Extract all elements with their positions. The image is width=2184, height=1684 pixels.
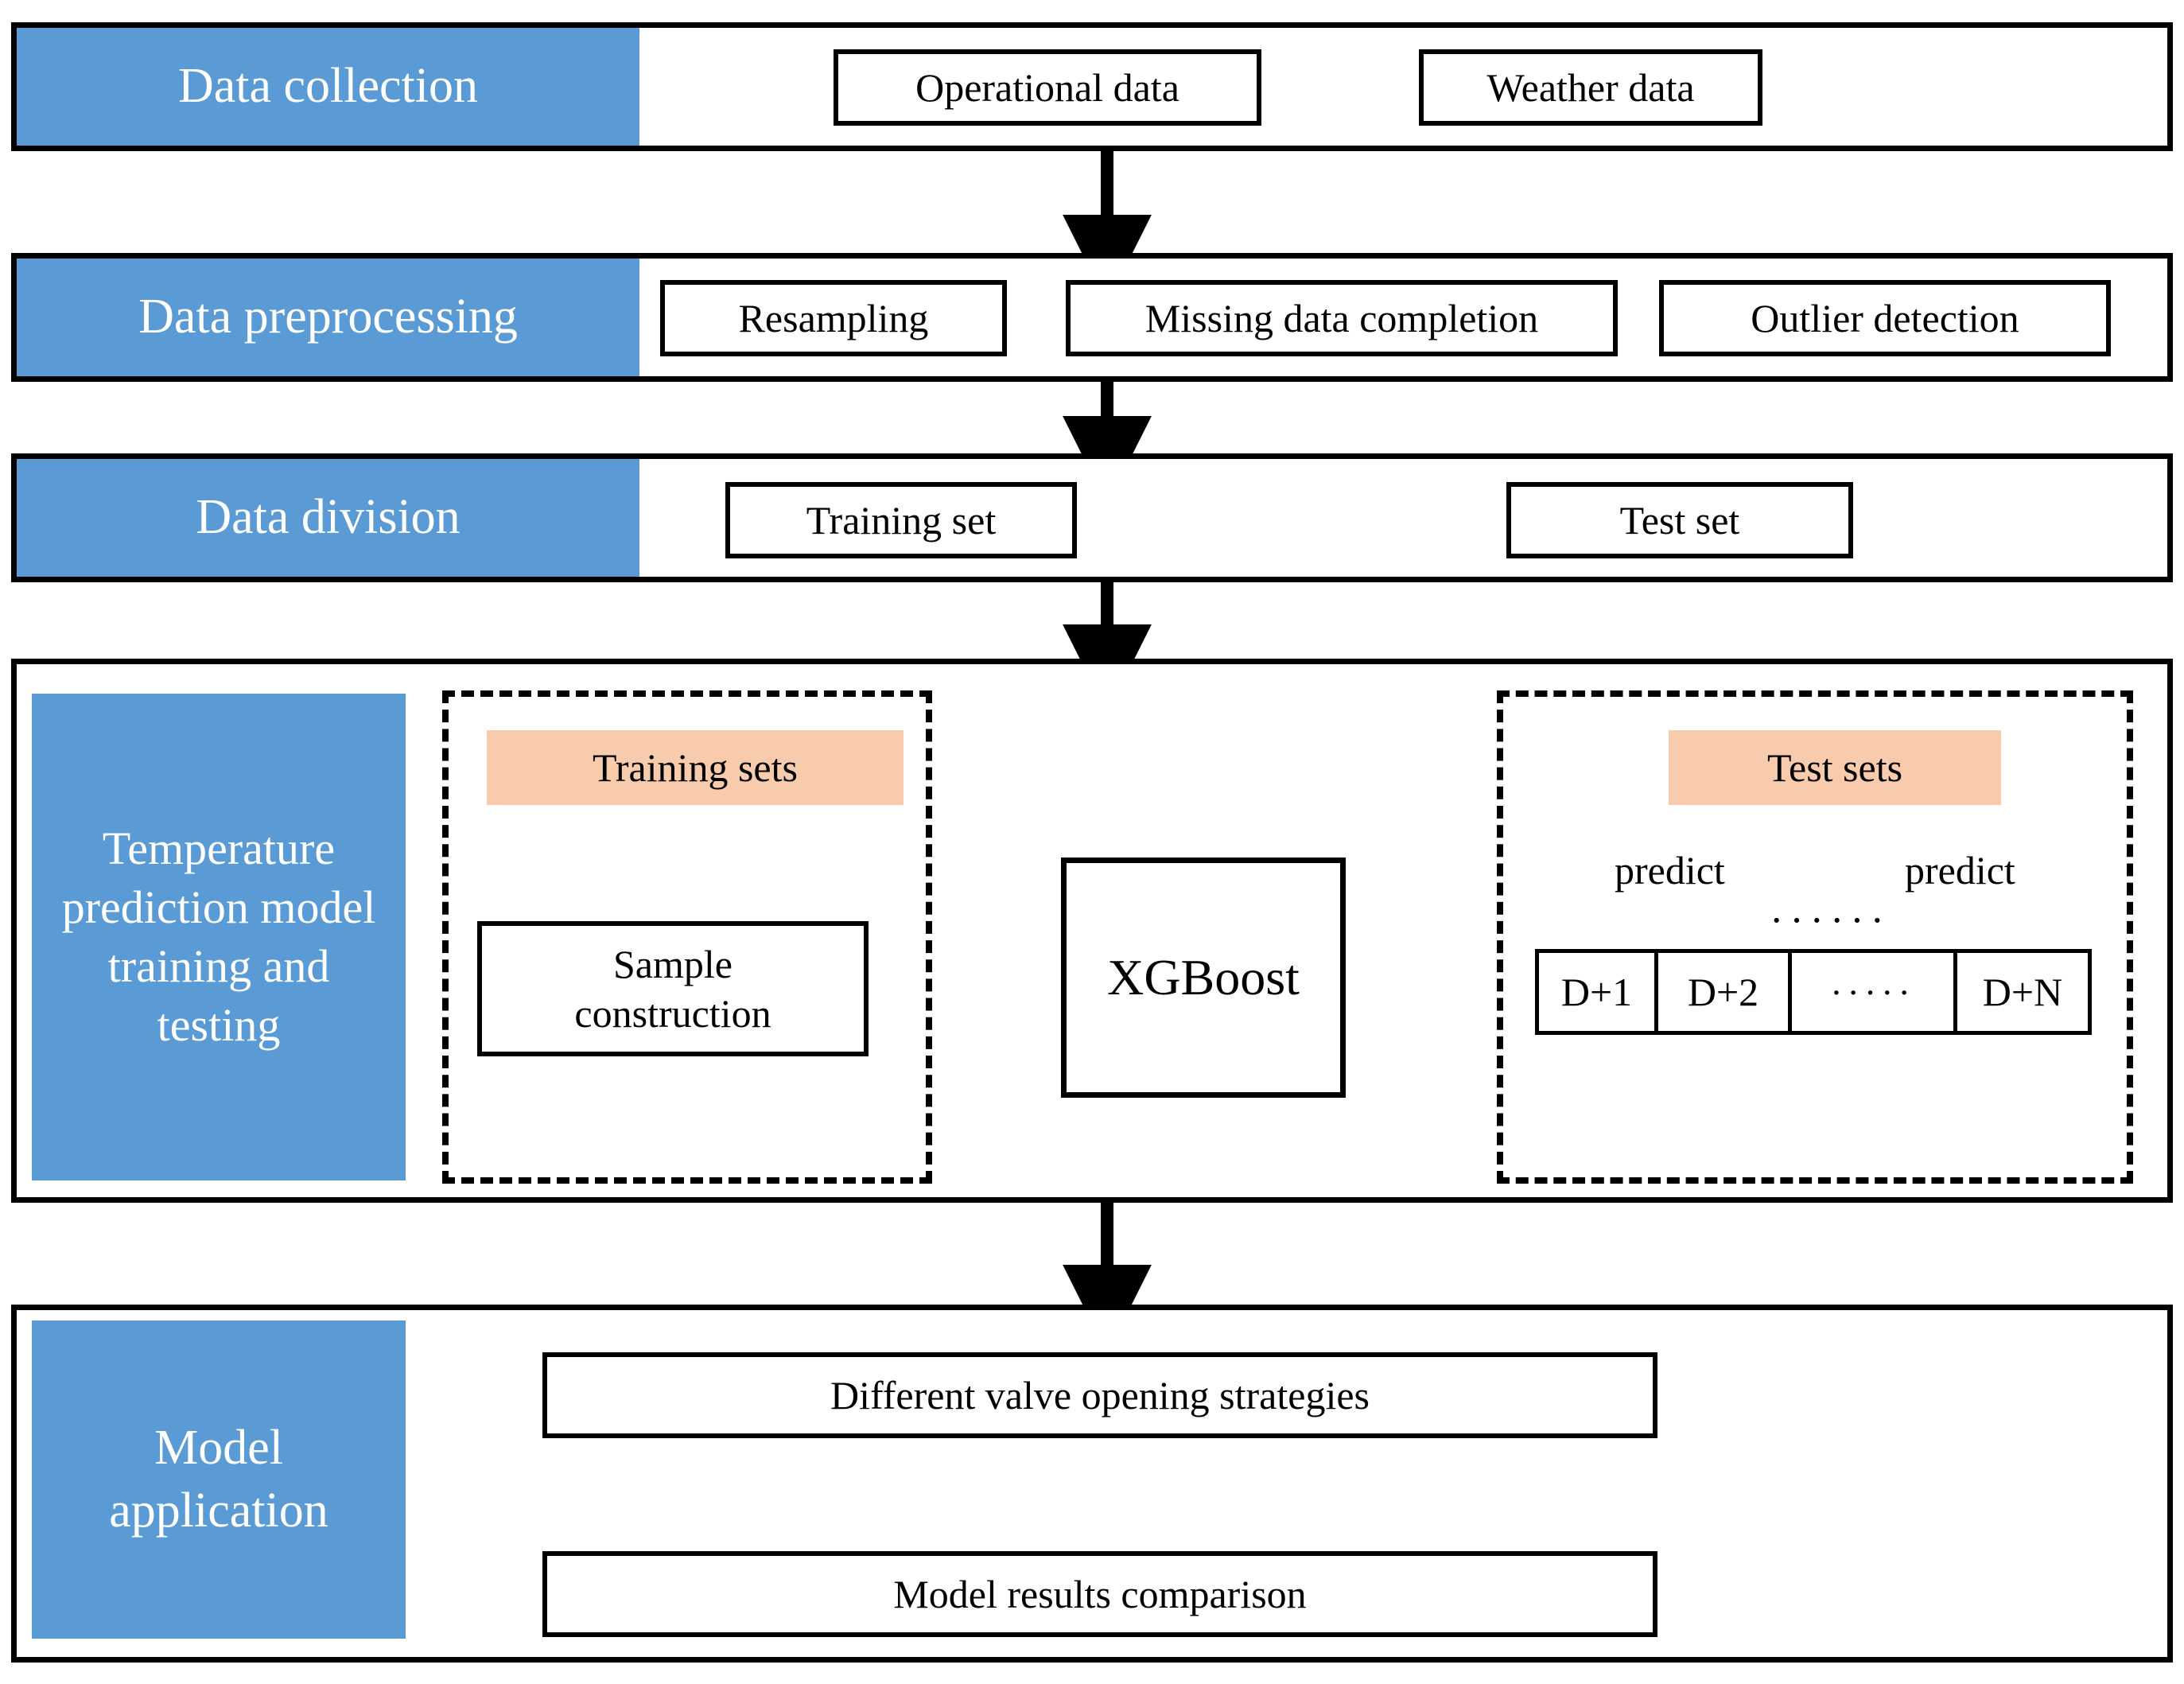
node-resampling[interactable]: Resampling [660,280,1007,356]
node-weather-data[interactable]: Weather data [1419,49,1762,126]
label-predict-1: predict [1615,848,1725,893]
node-model-results-comparison[interactable]: Model results comparison [542,1551,1657,1637]
cell-ellipsis: ····· [1792,953,1957,1031]
label-predict-2: predict [1905,848,2015,893]
group-training-sets [442,690,932,1184]
cell-d-plus-n[interactable]: D+N [1982,970,2063,1014]
node-test-set[interactable]: Test set [1506,482,1853,558]
cell-d-plus-2[interactable]: D+2 [1658,953,1792,1031]
node-valve-opening-strategies[interactable]: Different valve opening strategies [542,1352,1657,1438]
node-outlier-detection[interactable]: Outlier detection [1659,280,2111,356]
node-missing-data-completion[interactable]: Missing data completion [1066,280,1618,356]
tag-training-sets: Training sets [487,730,904,805]
stage-label-model-training: Temperature prediction model training an… [32,694,406,1180]
tag-test-sets: Test sets [1669,730,2001,805]
node-xgboost[interactable]: XGBoost [1061,858,1346,1098]
stage-label-model-application: Model application [32,1320,406,1639]
node-sample-construction[interactable]: Sample construction [477,921,869,1056]
node-training-set[interactable]: Training set [725,482,1077,558]
node-sample-construction-label: Sample construction [574,941,771,1036]
node-operational-data[interactable]: Operational data [834,49,1261,126]
group-test-sets [1497,690,2133,1184]
cell-d-plus-1[interactable]: D+1 [1539,953,1658,1031]
label-ellipsis-top: ······ [1770,898,1891,943]
stage-label-data-collection: Data collection [17,28,639,146]
strip-prediction-horizon: D+1 D+2 ····· D+N [1535,949,2092,1035]
stage-label-data-division: Data division [17,459,639,577]
stage-label-data-preprocessing: Data preprocessing [17,259,639,376]
